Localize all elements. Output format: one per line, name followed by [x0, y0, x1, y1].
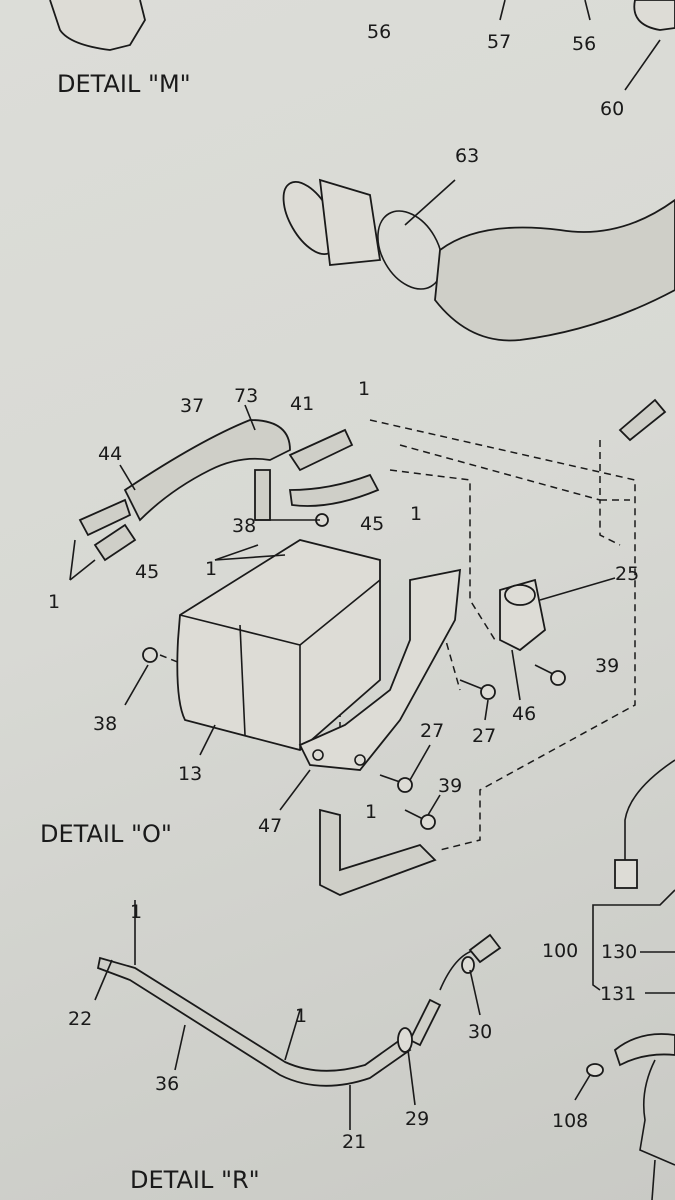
- part-60: [624, 0, 675, 91]
- callout-131: 131: [600, 983, 636, 1005]
- detail-m-label: DETAIL "M": [57, 70, 191, 98]
- part-63-clamp-duct: [282, 178, 675, 342]
- callout-57: 57: [487, 31, 511, 53]
- callout-21: 21: [342, 1131, 366, 1153]
- leader-lines: [69, 404, 616, 1130]
- valve-25: [499, 578, 546, 652]
- canister-13: [176, 539, 381, 751]
- callout-63: 63: [455, 145, 479, 167]
- leader-57: [499, 0, 506, 21]
- detail-m-part: [49, 0, 146, 51]
- callout-29: 29: [405, 1108, 429, 1130]
- parts-100-108: [574, 759, 675, 1200]
- callout-47: 47: [258, 815, 282, 837]
- callout-1: 1: [358, 378, 370, 400]
- callout-38: 38: [232, 515, 256, 537]
- callout-1: 1: [205, 558, 217, 580]
- callout-60: 60: [600, 98, 624, 120]
- callout-44: 44: [98, 443, 122, 465]
- callout-73: 73: [234, 385, 258, 407]
- callout-13: 13: [178, 763, 202, 785]
- callout-39: 39: [438, 775, 462, 797]
- callout-45: 45: [135, 561, 159, 583]
- callout-130: 130: [601, 941, 637, 963]
- callout-25: 25: [615, 563, 639, 585]
- callout-37: 37: [180, 395, 204, 417]
- leader-56: [584, 0, 591, 21]
- callout-56: 56: [367, 21, 391, 43]
- detail-o-label: DETAIL "O": [40, 820, 172, 848]
- detail-r-pipe-assembly: [96, 933, 502, 1087]
- hose-right: [618, 398, 667, 442]
- callout-1: 1: [365, 801, 377, 823]
- callout-22: 22: [68, 1008, 92, 1030]
- callout-39: 39: [595, 655, 619, 677]
- bolts: [142, 513, 566, 830]
- hose-assembly-37-41-44-45: [78, 419, 437, 896]
- callout-1: 1: [295, 1005, 307, 1027]
- callout-1: 1: [130, 901, 142, 923]
- callout-108: 108: [552, 1110, 588, 1132]
- callout-45: 45: [360, 513, 384, 535]
- bracket-47: [298, 568, 462, 771]
- detail-r-label: DETAIL "R": [130, 1166, 260, 1194]
- callout-30: 30: [468, 1021, 492, 1043]
- callout-1: 1: [410, 503, 422, 525]
- callout-100: 100: [542, 940, 578, 962]
- callout-46: 46: [512, 703, 536, 725]
- callout-38: 38: [93, 713, 117, 735]
- callout-27: 27: [420, 720, 444, 742]
- callout-36: 36: [155, 1073, 179, 1095]
- callout-56: 56: [572, 33, 596, 55]
- callout-41: 41: [290, 393, 314, 415]
- callout-1: 1: [48, 591, 60, 613]
- callout-27: 27: [472, 725, 496, 747]
